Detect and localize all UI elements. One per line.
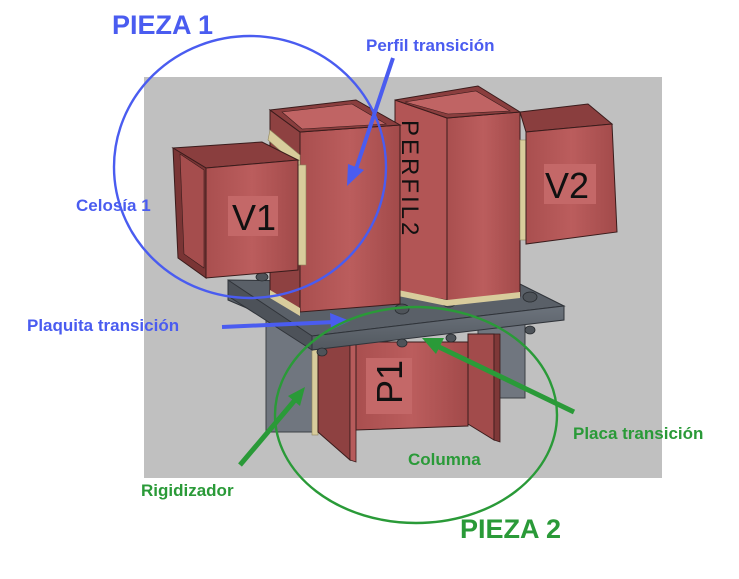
perfil1-inner bbox=[281, 103, 388, 130]
rigidizador-arrow-line bbox=[238, 398, 297, 467]
column-flange-right bbox=[467, 333, 495, 441]
plaquita-transicion-label: Plaquita transición bbox=[27, 316, 180, 335]
bolt bbox=[524, 325, 536, 335]
bolt bbox=[255, 272, 269, 282]
bolt bbox=[316, 347, 328, 357]
v1-mark: V1 bbox=[232, 197, 276, 238]
v1-end-inner bbox=[179, 153, 205, 269]
v2-mark: V2 bbox=[545, 165, 589, 206]
bolt bbox=[445, 333, 457, 343]
column-flange-left-edge bbox=[349, 341, 357, 463]
perfil-transicion-label: Perfil transición bbox=[366, 36, 495, 55]
v2-mark-bg bbox=[544, 164, 596, 204]
p1-mark-bg bbox=[366, 358, 412, 414]
v1-weld bbox=[297, 164, 307, 266]
piece2-annotations bbox=[238, 305, 576, 525]
perfil2-mark: PERFIL2 bbox=[396, 120, 423, 238]
celosia-1-label: Celosía 1 bbox=[76, 196, 151, 215]
stiffener-weld bbox=[311, 344, 319, 436]
plaquita-transicion-arrow-line bbox=[221, 320, 336, 329]
piece2-title: PIEZA 2 bbox=[460, 514, 562, 544]
piece1-circle bbox=[112, 34, 388, 300]
piece1-title: PIEZA 1 bbox=[112, 10, 214, 40]
placa-transicion-label: Placa transición bbox=[573, 424, 704, 443]
perfil2-tube bbox=[394, 85, 522, 306]
placa-transicion-arrowhead bbox=[422, 338, 444, 354]
piece2-circle bbox=[273, 305, 559, 525]
v2-weld bbox=[519, 139, 527, 241]
v1-mark-bg bbox=[228, 196, 278, 236]
column-flange-right-edge bbox=[493, 333, 501, 443]
perfil-transicion-arrow-line bbox=[353, 57, 395, 173]
perfil2-weld bbox=[398, 290, 520, 306]
p1-mark: P1 bbox=[369, 360, 410, 404]
columna-label: Columna bbox=[408, 450, 481, 469]
bolt bbox=[396, 338, 408, 348]
bolt bbox=[522, 291, 538, 303]
rigidizador-label: Rigidizador bbox=[141, 481, 234, 500]
perfil2-inner bbox=[404, 90, 512, 115]
perfil-transicion-arrowhead bbox=[347, 164, 364, 186]
perfil2-side bbox=[446, 111, 521, 303]
rigidizador-arrowhead bbox=[288, 387, 305, 406]
part-marks: V1 V2 PERFIL2 P1 bbox=[228, 120, 596, 414]
placa-transicion-arrow-line bbox=[435, 343, 576, 415]
